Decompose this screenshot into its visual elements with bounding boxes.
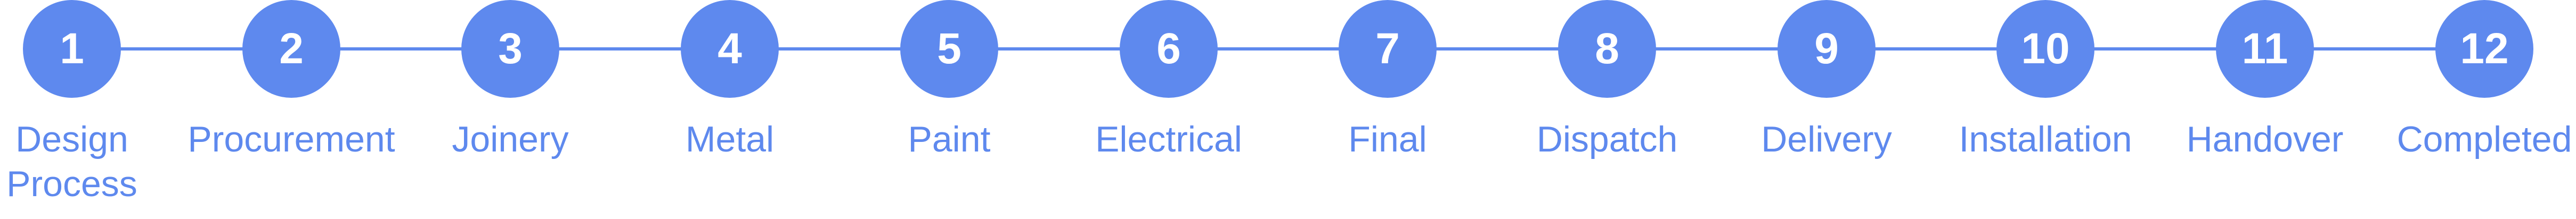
stepper-connector-line [72,47,2485,50]
step-2[interactable]: 2 Procurement [188,0,395,162]
step-number-circle[interactable]: 9 [1778,0,1876,98]
step-10[interactable]: 10 Installation [1944,0,2147,162]
step-number-circle[interactable]: 10 [1996,0,2094,98]
step-7[interactable]: 7 Final [1286,0,1489,162]
step-number-circle[interactable]: 2 [242,0,340,98]
step-number-circle[interactable]: 1 [23,0,121,98]
step-label: Design Process [6,119,137,204]
step-number-circle[interactable]: 8 [1558,0,1656,98]
step-number-circle[interactable]: 7 [1339,0,1437,98]
step-number-circle[interactable]: 12 [2435,0,2533,98]
step-3[interactable]: 3 Joinery [409,0,612,162]
step-6[interactable]: 6 Electrical [1067,0,1270,162]
step-9[interactable]: 9 Delivery [1725,0,1928,162]
step-12[interactable]: 12 Completed [2383,0,2576,162]
step-11[interactable]: 11 Handover [2164,0,2366,162]
step-number-circle[interactable]: 5 [900,0,998,98]
step-label: Metal [685,119,775,159]
step-label: Procurement [188,119,395,159]
step-label: Electrical [1095,119,1242,159]
step-number-circle[interactable]: 3 [461,0,559,98]
step-label: Final [1348,119,1427,159]
step-label: Paint [908,119,991,159]
step-number-circle[interactable]: 11 [2216,0,2314,98]
step-1[interactable]: 1 Design Process [0,0,173,206]
step-label: Installation [1959,119,2132,159]
step-label: Handover [2186,119,2344,159]
step-number-circle[interactable]: 6 [1120,0,1218,98]
step-4[interactable]: 4 Metal [629,0,831,162]
step-label: Delivery [1761,119,1892,159]
step-number-circle[interactable]: 4 [681,0,779,98]
step-label: Dispatch [1536,119,1678,159]
step-5[interactable]: 5 Paint [848,0,1050,162]
step-8[interactable]: 8 Dispatch [1506,0,1708,162]
step-label: Completed [2396,119,2572,159]
step-label: Joinery [452,119,569,159]
